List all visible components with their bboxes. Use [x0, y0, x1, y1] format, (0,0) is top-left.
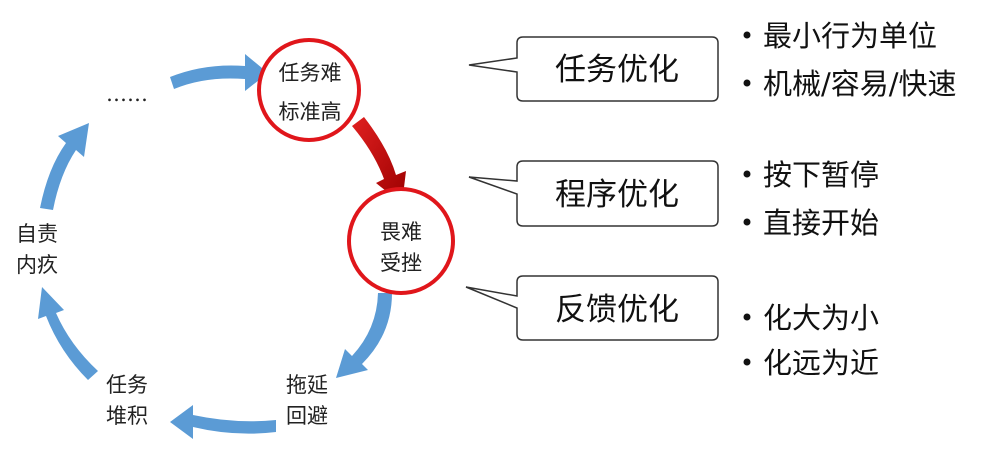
- arrow-to-delay: [336, 293, 392, 378]
- callout-process-optimization-label: 程序优化: [555, 177, 679, 213]
- bullet-task-1: 最小行为单位: [763, 19, 937, 53]
- callout-process-optimization: [468, 160, 719, 227]
- callout-task-optimization: [468, 36, 719, 102]
- callout-feedback-optimization: [465, 275, 719, 341]
- task-hard-line2: 标准高: [279, 100, 342, 124]
- arrow-to-guilt: [38, 287, 98, 380]
- bullet-dot: [743, 31, 751, 39]
- delay-line1: 拖延: [286, 373, 328, 397]
- bullet-process-1: 按下暂停: [763, 158, 879, 192]
- task-hard-circle: [257, 38, 361, 142]
- bullet-dot: [743, 170, 751, 178]
- callout-task-optimization-label: 任务优化: [555, 52, 679, 88]
- bullet-dot: [743, 79, 751, 87]
- fear-line2: 受挫: [380, 251, 422, 275]
- callout-feedback-optimization-label: 反馈优化: [555, 292, 679, 328]
- bullets-feedback: 化大为小 化远为近: [743, 301, 879, 380]
- bullet-dot: [743, 218, 751, 226]
- bullet-dot: [743, 313, 751, 321]
- arrow-to-fear: [352, 117, 406, 204]
- bullet-dot: [743, 358, 751, 366]
- fear-circle: [347, 187, 455, 295]
- arrow-to-ellipsis: [40, 123, 89, 210]
- task-hard-line1: 任务难: [279, 61, 342, 85]
- bullet-process-2: 直接开始: [763, 206, 879, 240]
- bullet-feedback-1: 化大为小: [763, 301, 879, 335]
- pile-line2: 堆积: [106, 404, 148, 428]
- bullets-process: 按下暂停 直接开始: [743, 158, 879, 240]
- ellipsis-text: ……: [106, 82, 148, 106]
- pile-line1: 任务: [106, 373, 148, 397]
- guilt-line1: 自责: [16, 222, 58, 246]
- cycle-arrows: [38, 54, 392, 439]
- bullet-task-2: 机械/容易/快速: [763, 67, 957, 101]
- arrow-to-task-hard: [170, 54, 268, 91]
- arrow-to-pile: [170, 405, 276, 439]
- bullet-feedback-2: 化远为近: [763, 346, 879, 380]
- bullets-task: 最小行为单位 机械/容易/快速: [743, 19, 957, 101]
- delay-line2: 回避: [286, 404, 328, 428]
- fear-line1: 畏难: [380, 220, 422, 244]
- guilt-line2: 内疚: [16, 253, 58, 277]
